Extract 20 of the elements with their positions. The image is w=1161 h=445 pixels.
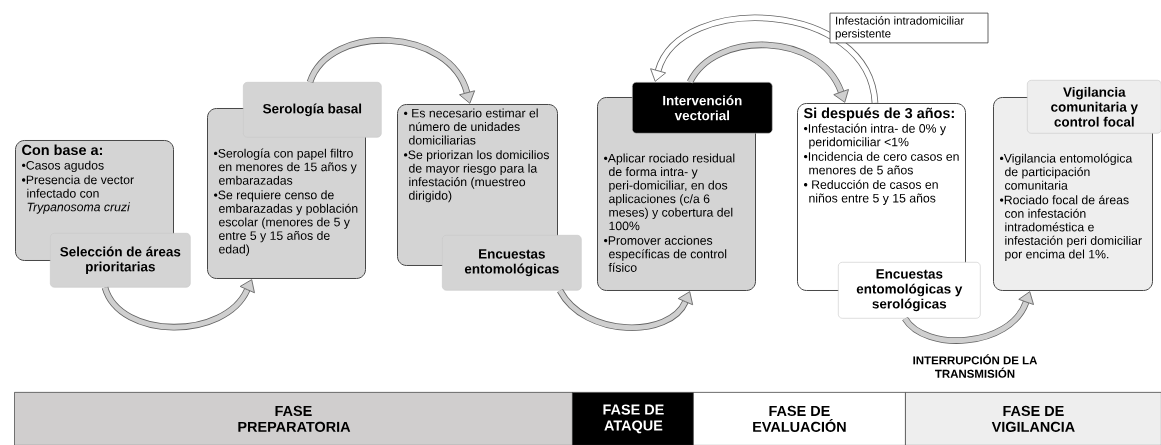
node-label: •Vigilancia entomológica de participación comunitaria [999,153,1133,190]
step-tab: Intervención vectorial [632,82,773,134]
curved-arrow [650,14,879,104]
phase-band: FASE DE EVALUACIÓN [693,392,906,445]
milestone-label: INTERRUPCIÓN DE LA TRANSMISIÓN [913,354,1038,378]
curved-arrow [557,288,694,331]
step-tab: Encuestas entomológicas [442,235,582,291]
phase-band: FASE DE VIGILANCIA [905,392,1161,445]
step-tab: Encuestas entomológicas y serológicas [838,262,981,319]
step-tab: Vigilancia comunitaria y control focal [1027,80,1161,134]
curved-arrow [902,291,1034,344]
phase-band: FASE PREPARATORIA [14,392,573,445]
step-tab: Selección de áreas prioritarias [50,233,191,288]
curved-arrow [307,37,475,104]
curved-arrow [687,41,849,103]
curved-arrow [102,279,255,331]
node-label: •Rociado focal de áreas con infestación intradoméstica e infestación peri domiciliar por encima del 1%. [999,195,1142,261]
phase-band: FASE DE ATAQUE [572,392,694,445]
edge-label: Infestación intradomiciliar persistente [829,12,989,44]
step-tab: Serología basal [243,82,382,138]
